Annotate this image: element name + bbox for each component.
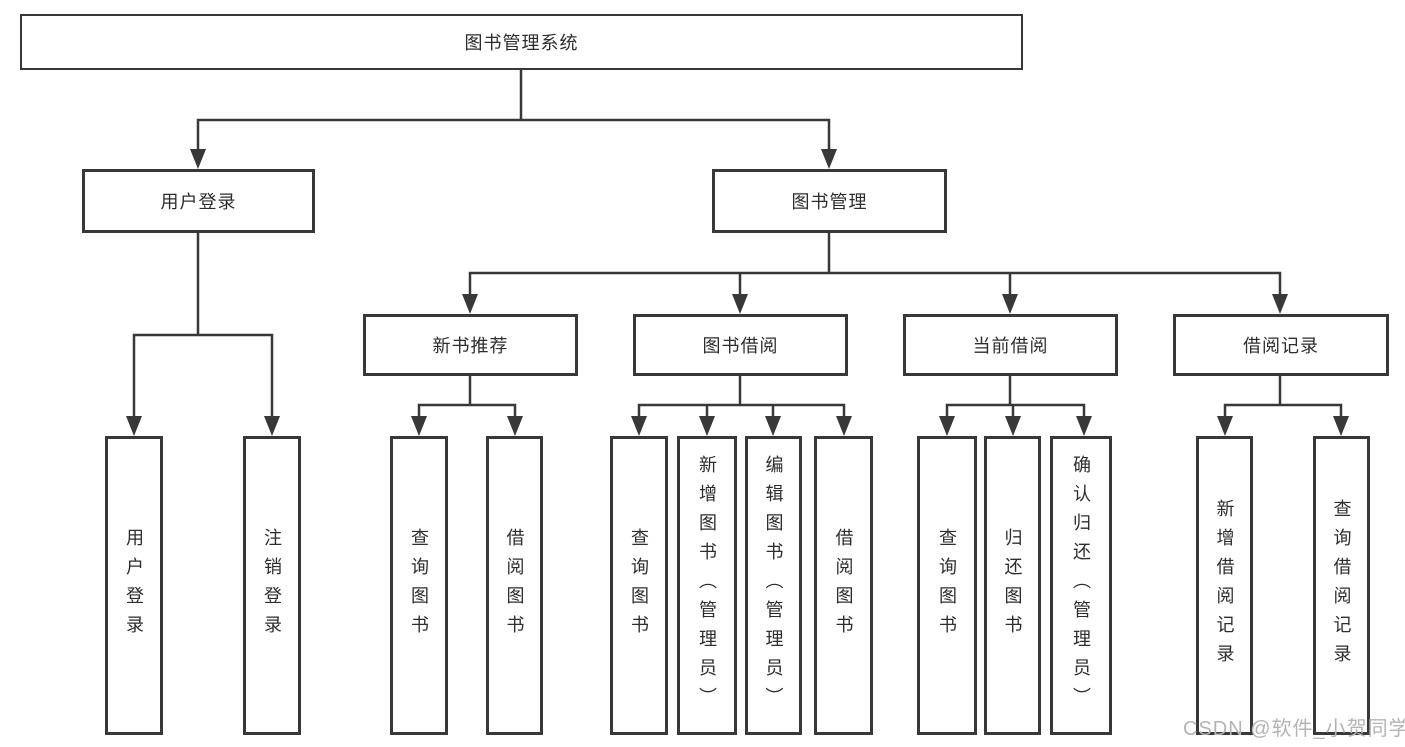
node-library-system: 图书管理系统 (20, 14, 1023, 70)
arrow-down-icon (631, 416, 647, 436)
leaf-label: 编辑图书（管理员） (763, 455, 784, 716)
arrow-down-icon (1005, 416, 1021, 436)
arrow-down-icon (1002, 294, 1018, 314)
connector-current-borrow (945, 374, 1086, 421)
leaf-label: 注销登录 (262, 527, 282, 644)
arrow-down-icon (836, 416, 852, 436)
leaf-return-books: 归还图书 (984, 436, 1041, 735)
node-label: 图书管理系统 (464, 33, 579, 53)
leaf-label: 查询图书 (629, 527, 649, 644)
leaf-edit-books-admin: 编辑图书（管理员） (745, 436, 802, 735)
leaf-confirm-return-admin: 确认归还（管理员） (1050, 436, 1112, 735)
arrow-down-icon (1076, 416, 1092, 436)
leaf-label: 新增图书（管理员） (697, 455, 717, 716)
arrow-down-icon (126, 416, 142, 436)
arrow-down-icon (1333, 416, 1349, 436)
node-book-management: 图书管理 (712, 169, 947, 233)
arrow-down-icon (821, 149, 837, 169)
arrow-down-icon (1272, 294, 1288, 314)
arrow-down-icon (732, 294, 748, 314)
connector-borrow-record (1223, 374, 1343, 421)
connector-root (196, 68, 831, 154)
node-label: 借阅记录 (1243, 336, 1319, 356)
leaf-borrow-books-recommend: 借阅图书 (486, 436, 543, 735)
leaf-query-books-current: 查询图书 (917, 436, 977, 735)
leaf-query-books-recommend: 查询图书 (390, 436, 448, 735)
connector-book-borrow (637, 374, 846, 421)
node-label: 图书管理 (791, 192, 868, 212)
leaf-add-books-admin: 新增图书（管理员） (677, 436, 737, 735)
leaf-label: 查询借阅记录 (1331, 498, 1352, 673)
csdn-watermark: CSDN @软件_小贺同学 (1183, 718, 1405, 740)
connector-book-management (468, 231, 1282, 299)
leaf-query-borrow-record: 查询借阅记录 (1313, 436, 1370, 735)
leaf-query-books-borrow: 查询图书 (610, 436, 668, 735)
node-current-borrow: 当前借阅 (903, 314, 1118, 376)
connector-new-book-recommend (417, 374, 517, 421)
node-label: 当前借阅 (972, 336, 1049, 356)
arrow-down-icon (765, 416, 781, 436)
arrow-down-icon (462, 294, 478, 314)
arrow-down-icon (699, 416, 715, 436)
node-label: 用户登录 (160, 192, 237, 212)
leaf-label: 查询图书 (409, 527, 429, 644)
node-label: 图书借阅 (702, 336, 779, 356)
leaf-logout: 注销登录 (243, 436, 301, 735)
arrow-down-icon (507, 416, 523, 436)
node-label: 新书推荐 (432, 336, 509, 356)
leaf-add-borrow-record: 新增借阅记录 (1196, 436, 1253, 735)
leaf-label: 归还图书 (1002, 527, 1023, 644)
node-new-book-recommend: 新书推荐 (363, 314, 578, 376)
arrow-down-icon (939, 416, 955, 436)
node-borrow-record: 借阅记录 (1173, 314, 1389, 376)
connector-user-login (132, 231, 274, 421)
leaf-label: 借阅图书 (833, 527, 854, 644)
node-book-borrow: 图书借阅 (633, 314, 848, 376)
leaf-user-login: 用户登录 (105, 436, 163, 735)
leaf-label: 新增借阅记录 (1214, 498, 1235, 673)
leaf-borrow-books: 借阅图书 (814, 436, 873, 735)
arrow-down-icon (190, 149, 206, 169)
leaf-label: 用户登录 (124, 527, 144, 644)
arrow-down-icon (411, 416, 427, 436)
leaf-label: 查询图书 (937, 527, 957, 644)
arrow-down-icon (1217, 416, 1233, 436)
arrow-down-icon (264, 416, 280, 436)
leaf-label: 借阅图书 (504, 527, 525, 644)
leaf-label: 确认归还（管理员） (1071, 455, 1091, 716)
node-user-login: 用户登录 (82, 169, 315, 233)
